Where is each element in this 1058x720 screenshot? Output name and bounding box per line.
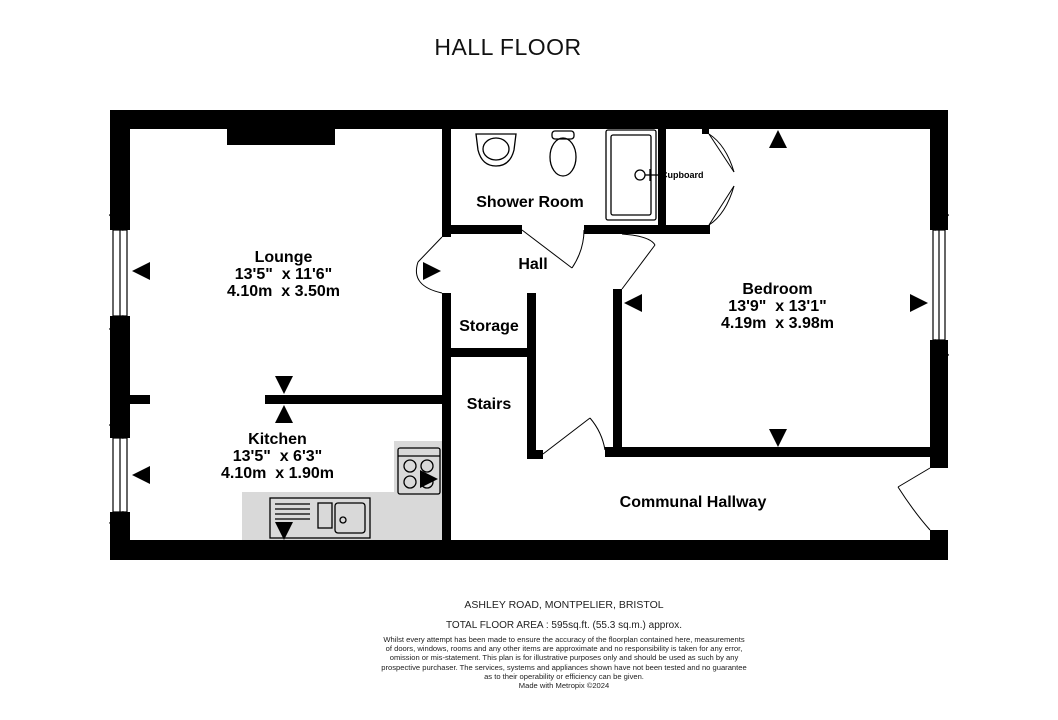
wall-right-3 [930,530,948,560]
room-hall-name: Hall [518,256,548,273]
wall-right-2 [930,340,948,468]
windows [112,229,946,513]
room-lounge-imperial: 13'5" x 11'6" [234,266,333,283]
footer-made-with: Made with Metropix ©2024 [518,681,610,691]
wall-bedroom-left [613,289,622,451]
room-lounge-name: Lounge [254,249,313,266]
wall-shower-bottom-2 [584,225,710,234]
hob-counter [394,441,442,496]
room-storage: Storage [453,318,525,335]
walls [110,110,948,560]
room-kitchen-name: Kitchen [248,431,307,448]
wall-shower-cupboard [658,129,666,234]
wall-bottom [110,540,948,560]
room-shower: Shower Room [470,194,590,211]
plan-title: HALL FLOOR [434,34,582,60]
room-hall: Hall [508,256,558,273]
cupboard-label: Cupboard [661,170,704,180]
room-kitchen-imperial: 13'5" x 6'3" [232,448,323,465]
footer-total-area: TOTAL FLOOR AREA : 595sq.ft. (55.3 sq.m.… [445,620,683,631]
wall-lounge-kitchen-stub [130,395,150,404]
room-bedroom-metric: 4.19m x 3.98m [721,315,834,332]
wall-right-1 [930,110,948,230]
room-stairs-name: Stairs [466,396,512,413]
lounge-radiator [227,129,335,145]
footer-address: ASHLEY ROAD, MONTPELIER, BRISTOL [464,599,664,611]
footer-disclaimer-line: Whilst every attempt has been made to en… [383,635,745,644]
sink [269,497,371,539]
hob [397,447,441,495]
room-bedroom-imperial: 13'9" x 13'1" [728,298,827,315]
wall-top [110,110,948,129]
kitchen-fixtures [269,447,441,539]
wall-left-1 [110,110,130,230]
footer-disclaimer-line: prospective purchaser. The services, sys… [381,662,747,672]
room-kitchen: Kitchen 13'5" x 6'3" 4.10m x 1.90m [190,431,365,482]
footer-disclaimer-line: as to their operability or efficiency ca… [484,671,644,681]
room-bedroom: Bedroom 13'9" x 13'1" 4.19m x 3.98m [690,281,865,332]
room-lounge: Lounge 13'5" x 11'6" 4.10m x 3.50m [196,249,371,300]
wall-lounge-right-2 [442,293,451,543]
room-communal-hallway-name: Communal Hallway [619,494,767,511]
footer-disclaimer: Whilst every attempt has been made to en… [0,635,1058,690]
room-bedroom-name: Bedroom [742,281,813,298]
dimension-markers [132,130,928,540]
room-communal-hallway: Communal Hallway [598,494,788,511]
bathroom-fixtures [475,129,658,221]
wall-storage-bottom [451,348,533,357]
footer-disclaimer-line: of doors, windows, rooms and any other i… [385,644,743,654]
doors [416,133,931,531]
room-shower-name: Shower Room [476,194,584,211]
wall-bedroom-bottom [605,447,948,457]
room-lounge-metric: 4.10m x 3.50m [227,283,340,300]
room-storage-name: Storage [459,318,519,335]
wall-left-3 [110,512,130,560]
wall-lounge-right-1 [442,129,451,237]
room-kitchen-metric: 4.10m x 1.90m [221,465,334,482]
basin [475,133,517,167]
wall-lounge-kitchen [265,395,445,404]
room-stairs: Stairs [456,396,522,413]
wall-stairs-bottom [527,450,543,459]
wall-storage-right [527,293,536,458]
toilet-bowl [549,137,577,177]
toilet-cistern [551,130,575,140]
kitchen-counter [242,492,442,540]
wall-left-2 [110,316,130,438]
footer-disclaimer-line: omission or mis-statement. This plan is … [389,653,739,663]
wall-shower-bottom-1 [442,225,522,234]
